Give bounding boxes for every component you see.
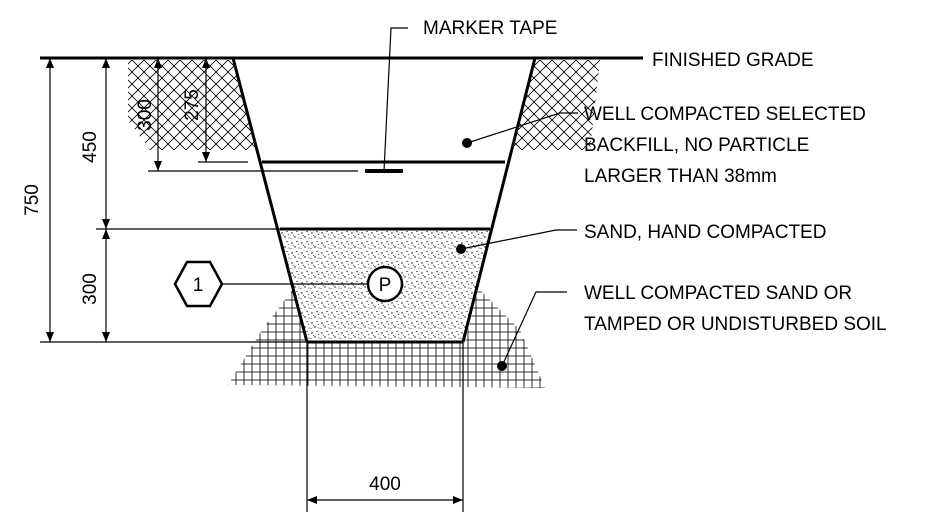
dim-tape-inner-label: 275 — [182, 89, 203, 121]
section-hexagon — [173, 260, 224, 308]
dim-total-depth-label: 750 — [22, 184, 43, 216]
dim-tape-inner — [198, 58, 248, 163]
dim-backfill-depth — [96, 58, 280, 230]
backfill-label-line1: WELL COMPACTED SELECTED — [584, 104, 866, 125]
trench-wall-right — [461, 57, 537, 343]
ground-hatch-left — [128, 60, 262, 150]
dim-backfill-depth-label: 450 — [80, 131, 101, 163]
dim-sand-depth-label: 300 — [80, 273, 101, 305]
marker-tape-label: MARKER TAPE — [423, 18, 557, 39]
trench-wall-left — [231, 57, 309, 343]
dim-total-depth — [40, 58, 310, 343]
sand-leader — [460, 229, 577, 250]
backfill-label-line3: LARGER THAN 38mm — [584, 166, 777, 187]
backfill-label-line2: BACKFILL, NO PARTICLE — [584, 135, 809, 156]
sand-label: SAND, HAND COMPACTED — [584, 222, 826, 243]
bedding-label-line2: TAMPED OR UNDISTURBED SOIL — [584, 314, 887, 335]
marker-tape-leader — [383, 27, 408, 172]
dim-sand-depth — [102, 229, 110, 342]
pipe-label: P — [379, 275, 392, 296]
dim-tape-outer — [148, 58, 358, 172]
bedding-leader — [501, 291, 567, 367]
section-number: 1 — [193, 275, 204, 296]
bedding-label-line1: WELL COMPACTED SAND OR — [584, 283, 852, 304]
backfill-leader — [466, 112, 578, 144]
dim-trench-width-label: 400 — [369, 474, 401, 495]
dim-trench-width — [306, 342, 464, 512]
dim-tape-outer-label: 300 — [135, 99, 156, 131]
finished-grade-label: FINISHED GRADE — [652, 50, 814, 71]
